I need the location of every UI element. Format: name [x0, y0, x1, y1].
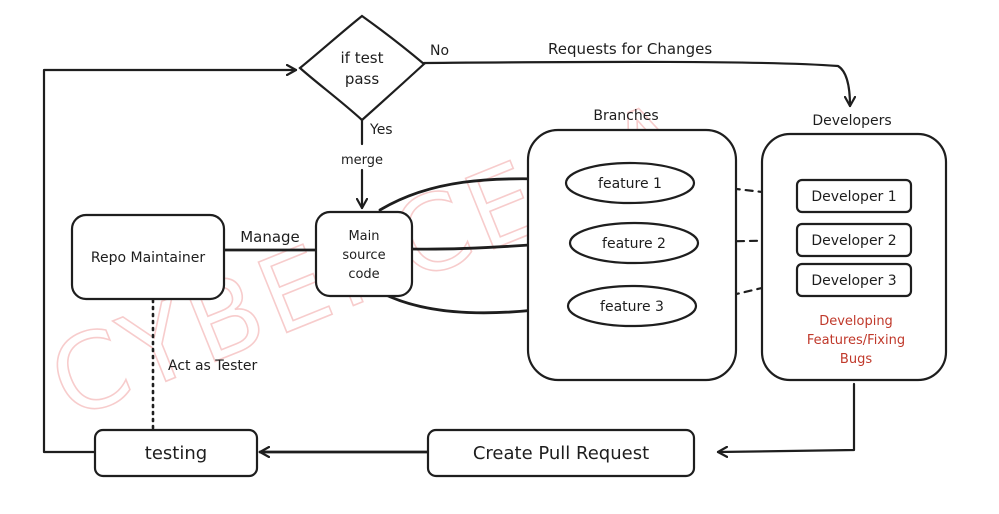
repo-maintainer-node: Repo Maintainer — [70, 213, 226, 301]
developer-3-label: Developer 3 — [811, 273, 896, 289]
feature-3-node — [566, 284, 698, 328]
decision-node: if test pass — [298, 14, 426, 122]
developer-2-node — [795, 222, 913, 258]
developers-group: Developers Developer 1 Developer 2 Devel… — [760, 113, 948, 382]
decision-label-line2: pass — [345, 70, 380, 88]
main-source-line1: Main — [348, 229, 379, 244]
create-pull-request-node: Create Pull Request — [426, 428, 696, 478]
developers-to-pr-arrow — [716, 382, 856, 452]
merge-label: merge — [341, 153, 383, 168]
main-source-node: Main source code — [314, 210, 414, 298]
manage-label: Manage — [240, 228, 300, 246]
feature-2-label: feature 2 — [602, 236, 666, 252]
developer-1-label: Developer 1 — [811, 189, 896, 205]
yes-label: Yes — [369, 122, 393, 138]
developer-1-node — [795, 178, 913, 214]
testing-node: testing — [93, 428, 259, 478]
developers-note-line2: Features/Fixing — [807, 333, 905, 348]
act-as-tester-label: Act as Tester — [168, 358, 257, 374]
feature-3-label: feature 3 — [600, 299, 664, 315]
developers-note-line3: Bugs — [840, 352, 872, 367]
no-label: No — [430, 43, 449, 59]
requests-for-changes-arrow — [422, 60, 850, 108]
main-source-line2: source — [342, 248, 385, 263]
testing-label: testing — [145, 443, 207, 464]
developer-2-label: Developer 2 — [811, 233, 896, 249]
developers-note-line1: Developing — [819, 314, 893, 329]
feature-1-node — [564, 161, 696, 205]
developers-title: Developers — [812, 113, 891, 129]
branches-group: Branches feature 1 feature 2 feature 3 — [526, 108, 738, 382]
main-source-line3: code — [348, 267, 379, 282]
decision-label-line1: if test — [340, 49, 383, 67]
feature-2-node — [568, 221, 700, 265]
branches-title: Branches — [593, 108, 658, 124]
requests-for-changes-label: Requests for Changes — [548, 40, 712, 58]
test-feedback-arrow — [42, 70, 298, 454]
repo-maintainer-label: Repo Maintainer — [91, 250, 205, 266]
feature-1-label: feature 1 — [598, 176, 662, 192]
developer-3-node — [795, 262, 913, 298]
create-pull-request-label: Create Pull Request — [473, 443, 649, 464]
